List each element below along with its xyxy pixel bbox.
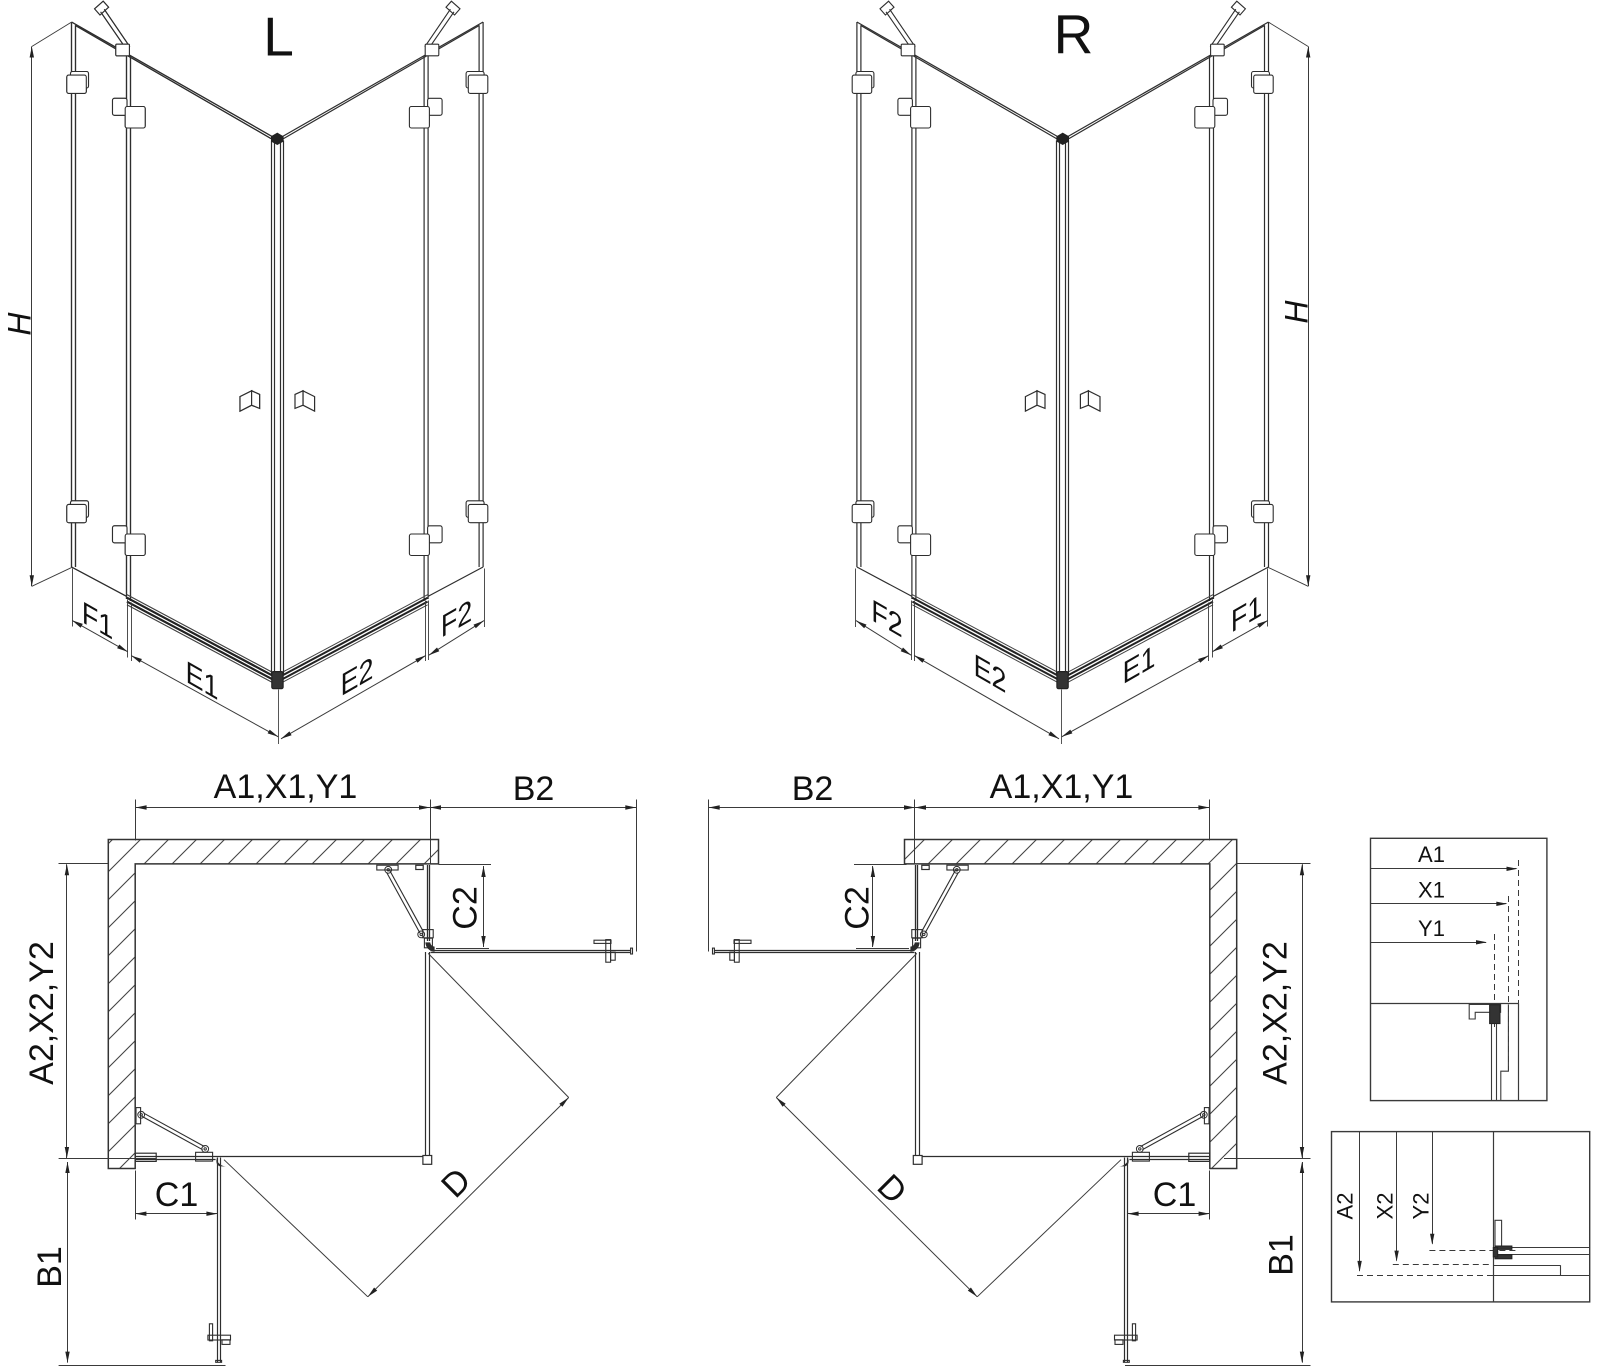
svg-text:B1: B1 bbox=[31, 1246, 69, 1288]
svg-text:A1: A1 bbox=[1418, 842, 1445, 867]
svg-text:X2: X2 bbox=[1373, 1193, 1398, 1220]
svg-text:X1: X1 bbox=[1418, 878, 1445, 903]
svg-text:L: L bbox=[263, 6, 294, 68]
svg-text:A2,X2,Y2: A2,X2,Y2 bbox=[23, 941, 61, 1085]
svg-text:H: H bbox=[1279, 300, 1315, 324]
svg-text:C1: C1 bbox=[1153, 1176, 1196, 1214]
svg-text:B1: B1 bbox=[1263, 1234, 1301, 1276]
svg-text:C2: C2 bbox=[447, 886, 485, 929]
svg-text:A2,X2,Y2: A2,X2,Y2 bbox=[1257, 941, 1295, 1085]
svg-text:C1: C1 bbox=[155, 1176, 198, 1214]
svg-text:Y1: Y1 bbox=[1418, 916, 1445, 941]
svg-text:A1,X1,Y1: A1,X1,Y1 bbox=[214, 768, 358, 806]
svg-text:A1,X1,Y1: A1,X1,Y1 bbox=[990, 768, 1134, 806]
svg-text:B2: B2 bbox=[513, 770, 555, 808]
svg-text:A2: A2 bbox=[1333, 1193, 1358, 1220]
svg-text:R: R bbox=[1054, 3, 1094, 65]
svg-text:B2: B2 bbox=[792, 770, 834, 808]
svg-text:H: H bbox=[2, 312, 38, 336]
svg-text:Y2: Y2 bbox=[1409, 1193, 1434, 1220]
svg-text:C2: C2 bbox=[839, 886, 877, 929]
